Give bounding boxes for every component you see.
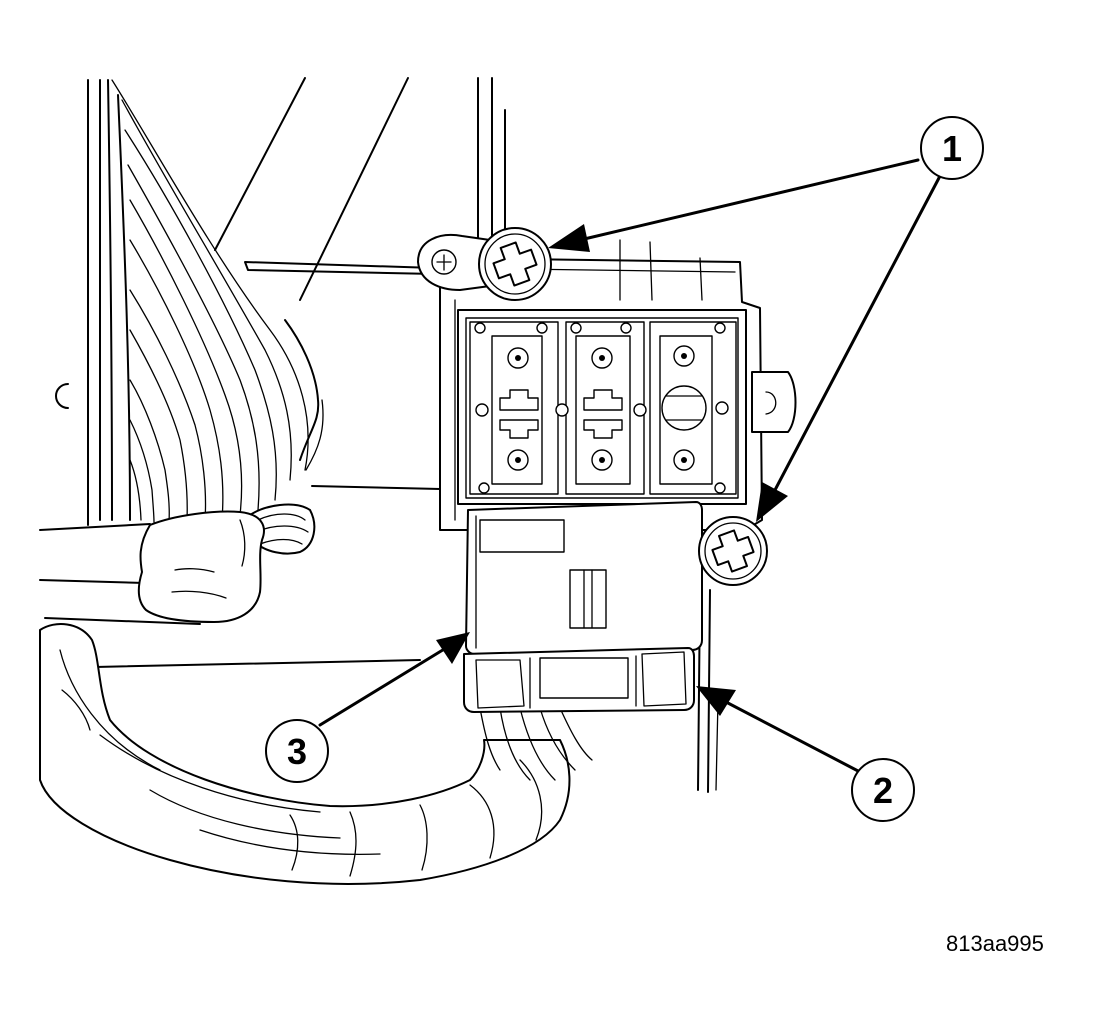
callout-1: 1 [920,116,984,180]
screw-lower [698,516,768,586]
background-structure [39,77,719,793]
callout-2: 2 [851,758,915,822]
relay-cavity-left [469,321,559,495]
fuse-relay-panel [457,309,747,505]
callout-3: 3 [265,719,329,783]
callout-2-label: 2 [873,770,893,811]
screw-upper [478,227,552,301]
leader-arrows [318,158,942,774]
lower-harness [39,623,593,885]
module-connector [463,647,695,713]
callout-1-label: 1 [942,128,962,169]
wiring-bundle [107,79,324,555]
control-module [465,501,703,655]
relay-cavity-middle [555,321,647,495]
callout-3-label: 3 [287,731,307,772]
relay-cavity-right [649,321,737,495]
gloved-hand [137,510,265,623]
figure-id: 813aa995 [946,931,1044,956]
